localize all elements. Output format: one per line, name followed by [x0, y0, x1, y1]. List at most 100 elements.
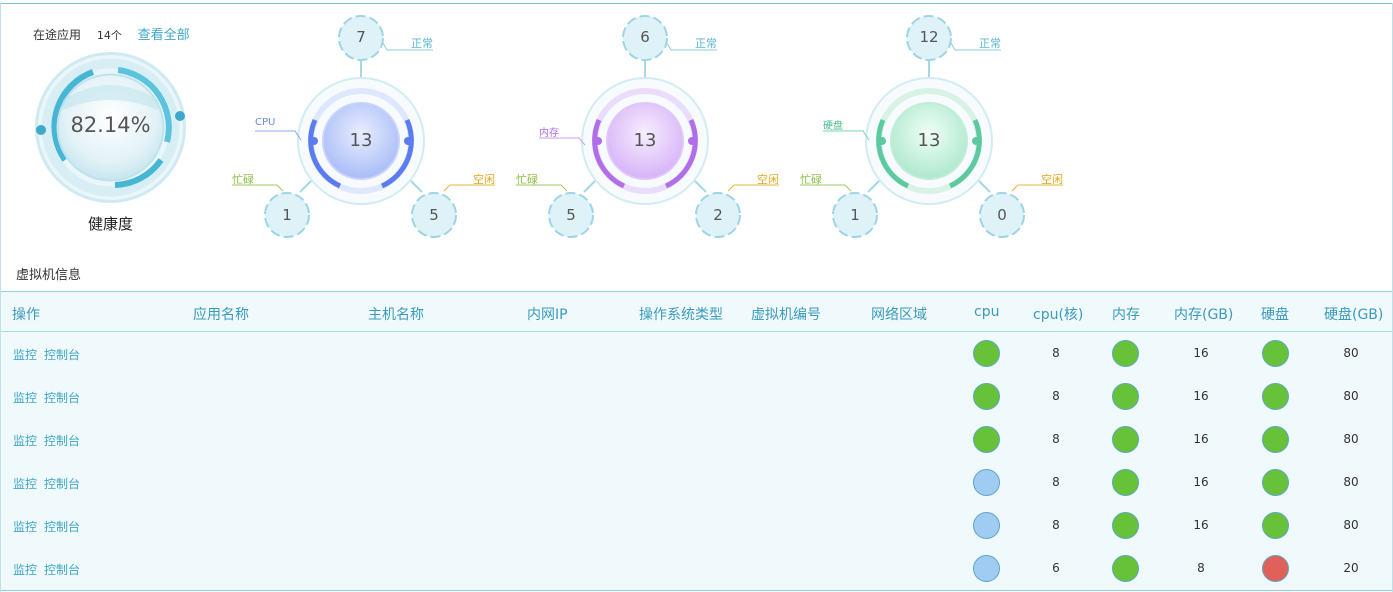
memory-normal-label: 正常 [695, 37, 717, 50]
table-row: 监控控制台 6 8 20 [1, 547, 1392, 590]
col-header-app-name: 应用名称 [193, 307, 249, 323]
memory-status-dot [1112, 555, 1139, 582]
disk-gauge: 13 12 1 0 正常 硬盘 忙碌 空闲 [793, 10, 1073, 245]
col-header-vm-number: 虚拟机编号 [751, 307, 821, 323]
memory-status-dot [1112, 340, 1139, 367]
cpu-busy-label: 忙碌 [232, 173, 254, 186]
left-border [0, 3, 1, 592]
memory-idle-count: 2 [713, 206, 723, 224]
console-link[interactable]: 控制台 [44, 391, 81, 405]
console-link[interactable]: 控制台 [44, 563, 81, 577]
cpu-status-dot [973, 469, 1000, 496]
disk-status-dot [1262, 426, 1289, 453]
cpu-status-dot [973, 340, 1000, 367]
disk-name-label: 硬盘 [823, 121, 843, 132]
disk-status-dot [1262, 383, 1289, 410]
disk-gb-cell: 80 [1343, 389, 1359, 403]
memory-status-dot [1112, 469, 1139, 496]
health-gauge: 82.14% [33, 50, 188, 205]
memory-gb-cell: 16 [1193, 475, 1209, 489]
disk-gb-cell: 80 [1343, 475, 1359, 489]
memory-busy-label: 忙碌 [516, 173, 538, 186]
memory-status-dot [1112, 426, 1139, 453]
cpu-cores-cell: 8 [1052, 518, 1060, 532]
memory-status-dot [1112, 512, 1139, 539]
console-link[interactable]: 控制台 [44, 520, 81, 534]
monitor-link[interactable]: 监控 [13, 434, 38, 448]
cpu-cores-cell: 6 [1052, 561, 1060, 575]
view-all-link[interactable]: 查看全部 [137, 28, 190, 43]
cpu-total: 13 [349, 130, 373, 151]
disk-gb-cell: 80 [1343, 518, 1359, 532]
row-actions: 监控控制台 [13, 518, 87, 535]
disk-busy-count: 1 [850, 206, 860, 224]
cpu-status-dot [973, 383, 1000, 410]
disk-status-dot [1262, 555, 1289, 582]
app-summary: 在途应用 14个 查看全部 [33, 24, 190, 43]
app-count: 14个 [96, 29, 122, 42]
cpu-gauge: 13 7 1 5 正常 CPU 忙碌 空闲 [225, 10, 505, 245]
disk-status-dot [1262, 340, 1289, 367]
col-header-cpu-cores: cpu(核) [1033, 307, 1084, 323]
monitor-link[interactable]: 监控 [13, 520, 38, 534]
disk-gb-cell: 20 [1343, 561, 1359, 575]
cpu-busy-count: 1 [282, 206, 292, 224]
top-border [0, 3, 1393, 4]
memory-idle-label: 空闲 [757, 173, 779, 186]
cpu-cores-cell: 8 [1052, 389, 1060, 403]
cpu-cores-cell: 8 [1052, 346, 1060, 360]
memory-name-label: 内存 [539, 128, 559, 139]
monitor-link[interactable]: 监控 [13, 477, 38, 491]
disk-busy-label: 忙碌 [800, 173, 822, 186]
col-header-host-name: 主机名称 [368, 307, 424, 323]
disk-total: 13 [917, 130, 941, 151]
app-label: 在途应用 [33, 28, 82, 42]
table-header: 操作 应用名称 主机名称 内网IP 操作系统类型 虚拟机编号 网络区域 cpu … [1, 292, 1392, 332]
console-link[interactable]: 控制台 [44, 348, 81, 362]
row-actions: 监控控制台 [13, 346, 87, 363]
cpu-normal-label: 正常 [411, 37, 433, 50]
table-row: 监控控制台 8 16 80 [1, 461, 1392, 504]
memory-busy-count: 5 [566, 206, 576, 224]
cpu-cores-cell: 8 [1052, 475, 1060, 489]
row-actions: 监控控制台 [13, 561, 87, 578]
cpu-status-dot [973, 512, 1000, 539]
monitor-link[interactable]: 监控 [13, 563, 38, 577]
col-header-memory: 内存 [1112, 307, 1140, 323]
table-row: 监控控制台 8 16 80 [1, 332, 1392, 375]
row-actions: 监控控制台 [13, 389, 87, 406]
col-header-os-type: 操作系统类型 [639, 307, 723, 323]
col-header-internal-ip: 内网IP [527, 307, 568, 323]
cpu-idle-count: 5 [429, 206, 439, 224]
row-actions: 监控控制台 [13, 432, 87, 449]
disk-gb-cell: 80 [1343, 432, 1359, 446]
memory-gb-cell: 16 [1193, 432, 1209, 446]
memory-gb-cell: 16 [1193, 518, 1209, 532]
memory-gb-cell: 8 [1197, 561, 1205, 575]
monitor-link[interactable]: 监控 [13, 348, 38, 362]
disk-status-dot [1262, 469, 1289, 496]
col-header-disk-gb: 硬盘(GB) [1324, 307, 1384, 323]
disk-normal-count: 12 [919, 28, 939, 46]
monitor-link[interactable]: 监控 [13, 391, 38, 405]
cpu-status-dot [973, 426, 1000, 453]
disk-idle-count: 0 [997, 206, 1007, 224]
console-link[interactable]: 控制台 [44, 477, 81, 491]
col-header-cpu: cpu [974, 304, 1000, 320]
vm-section-title: 虚拟机信息 [16, 268, 82, 283]
col-header-network-zone: 网络区域 [871, 307, 927, 323]
disk-idle-label: 空闲 [1041, 173, 1063, 186]
col-header-action: 操作 [12, 307, 40, 323]
cpu-status-dot [973, 555, 1000, 582]
memory-gb-cell: 16 [1193, 346, 1209, 360]
console-link[interactable]: 控制台 [44, 434, 81, 448]
health-label: 健康度 [87, 215, 133, 233]
disk-gb-cell: 80 [1343, 346, 1359, 360]
col-header-disk: 硬盘 [1261, 307, 1289, 323]
memory-total: 13 [633, 130, 657, 151]
memory-gauge: 13 6 5 2 正常 内存 忙碌 空闲 [509, 10, 789, 245]
cpu-cores-cell: 8 [1052, 432, 1060, 446]
cpu-idle-label: 空闲 [473, 173, 495, 186]
disk-normal-label: 正常 [979, 37, 1001, 50]
